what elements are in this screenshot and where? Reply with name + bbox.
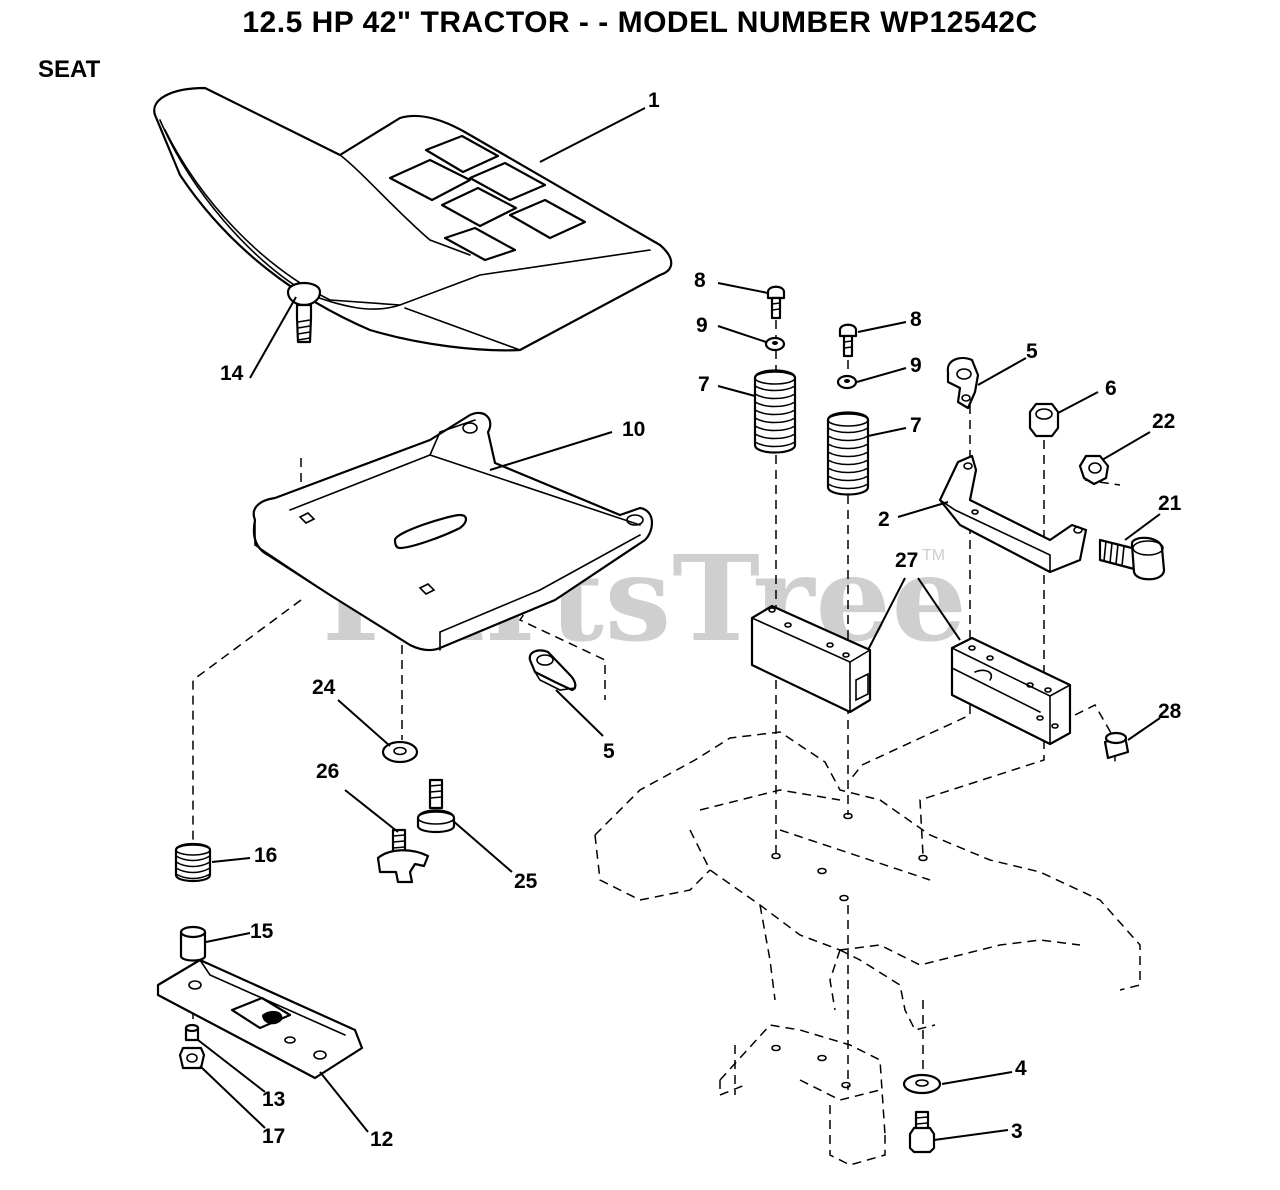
channel-part-27-left (750, 604, 872, 714)
channel-part-27-right (950, 636, 1072, 746)
callout-15: 15 (250, 920, 274, 943)
callout-5-upper: 5 (1026, 340, 1038, 363)
callout-7-right: 7 (910, 414, 922, 437)
callout-9-right: 9 (910, 354, 922, 377)
callout-4: 4 (1015, 1057, 1027, 1080)
bolt-part-3 (908, 1110, 936, 1154)
callout-17: 17 (262, 1125, 285, 1148)
nut-part-6 (1028, 402, 1060, 438)
callout-2: 2 (878, 508, 890, 531)
callout-6: 6 (1105, 377, 1117, 400)
callout-labels: 1 14 10 8 9 7 8 9 7 5 6 22 2 21 27 28 24… (220, 89, 1182, 1151)
washer-part-4 (902, 1073, 942, 1095)
page-title: 12.5 HP 42" TRACTOR - - MODEL NUMBER WP1… (242, 6, 1038, 39)
bracket-plate-part-12 (156, 958, 364, 1080)
latch-part-5-upper (946, 356, 980, 410)
callout-22: 22 (1152, 410, 1175, 433)
spring-part-16 (174, 842, 212, 883)
spring-part-7-right (826, 411, 870, 496)
bushing-part-28 (1103, 731, 1130, 760)
fender-frame-outline (594, 731, 1141, 1166)
callout-27: 27 (895, 549, 918, 572)
bolt-part-21 (1098, 536, 1166, 581)
callout-28: 28 (1158, 700, 1182, 723)
section-label: SEAT (38, 56, 101, 83)
callout-16: 16 (254, 844, 277, 867)
callout-7-left: 7 (698, 373, 710, 396)
seat-pan-part-10 (252, 411, 653, 652)
bushing-part-13 (184, 1023, 200, 1042)
nut-part-22 (1078, 454, 1110, 486)
bracket-part-2 (938, 454, 1088, 574)
callout-1: 1 (648, 89, 660, 112)
bolt-part-8-left (766, 285, 786, 320)
knob-part-26 (376, 828, 430, 884)
callout-9-left: 9 (696, 314, 708, 337)
callout-10: 10 (622, 418, 645, 441)
callout-8-left: 8 (694, 269, 706, 292)
washer-part-9-left (764, 336, 786, 352)
callout-5-lower: 5 (603, 740, 615, 763)
watermark-trademark: TM (922, 547, 945, 564)
callout-25: 25 (514, 870, 538, 893)
seat-part-1 (153, 86, 673, 352)
spring-part-7-left (753, 369, 797, 454)
callout-14: 14 (220, 362, 244, 385)
carriage-bolt-part-14 (286, 281, 322, 344)
callout-21: 21 (1158, 492, 1182, 515)
shoulder-bolt-part-25 (416, 778, 456, 834)
washer-part-9-right (836, 374, 858, 390)
callout-8-right: 8 (910, 308, 922, 331)
washer-part-24 (381, 740, 419, 764)
bushing-part-15 (179, 925, 207, 962)
nut-part-17 (178, 1046, 206, 1070)
callout-13: 13 (262, 1088, 285, 1111)
bolt-part-8-right (838, 323, 858, 358)
frame-holes (771, 812, 928, 1089)
callout-3: 3 (1011, 1120, 1023, 1143)
callout-24: 24 (312, 676, 336, 699)
callout-12: 12 (370, 1128, 393, 1151)
leader-lines (197, 107, 1161, 1141)
seat-grip-pads (388, 134, 587, 262)
callout-26: 26 (316, 760, 339, 783)
latch-part-5-lower (528, 649, 577, 692)
